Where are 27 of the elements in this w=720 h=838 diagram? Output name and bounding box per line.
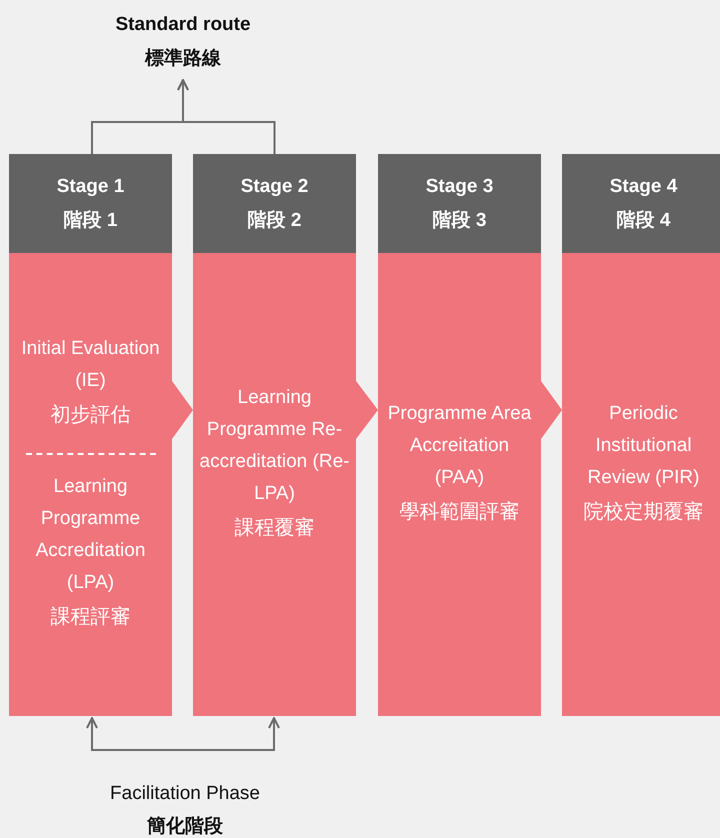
stage-number-zh: 階段 3 (432, 208, 486, 232)
stage-number-zh: 階段 2 (248, 208, 302, 232)
chevron-arrow (541, 381, 562, 439)
phase-caption-zh: 簡化階段 (146, 815, 224, 838)
arrow (177, 79, 276, 154)
stage-number: Stage 2 (240, 174, 308, 198)
stage-number: Stage 3 (426, 174, 494, 198)
stage-name-zh: 初步評估 (50, 402, 130, 428)
phase-caption: Facilitation Phase (109, 783, 261, 805)
stage-name-zh: 課程評審 (50, 604, 130, 630)
stage-number: Stage 4 (610, 174, 678, 198)
stage-number-zh: 階段 4 (616, 208, 670, 232)
stage-name: Programme Area Accreitation (PAA) (386, 402, 532, 490)
route-title-zh: 標準路線 (144, 47, 222, 71)
stage-name-zh: 院校定期覆審 (584, 500, 704, 524)
stage-name: Learning Programme Re-accreditation (Re-LPA) (199, 386, 350, 506)
stage-name: Initial Evaluation (IE) (20, 336, 161, 392)
stage-name-zh: 學科範圍評審 (400, 500, 520, 524)
arrow (86, 717, 280, 751)
stage-name: Periodic Institutional Review (PIR) (586, 402, 700, 490)
chevron-arrow (356, 381, 378, 439)
stage-name: Learning Programme Accreditation (LPA) (34, 474, 146, 594)
stage-number: Stage 1 (56, 174, 124, 198)
stage-number-zh: 階段 1 (64, 208, 118, 232)
stage-name-zh: 課程覆審 (234, 516, 314, 540)
route-title: Standard route (114, 13, 252, 37)
chevron-arrow (172, 381, 193, 439)
